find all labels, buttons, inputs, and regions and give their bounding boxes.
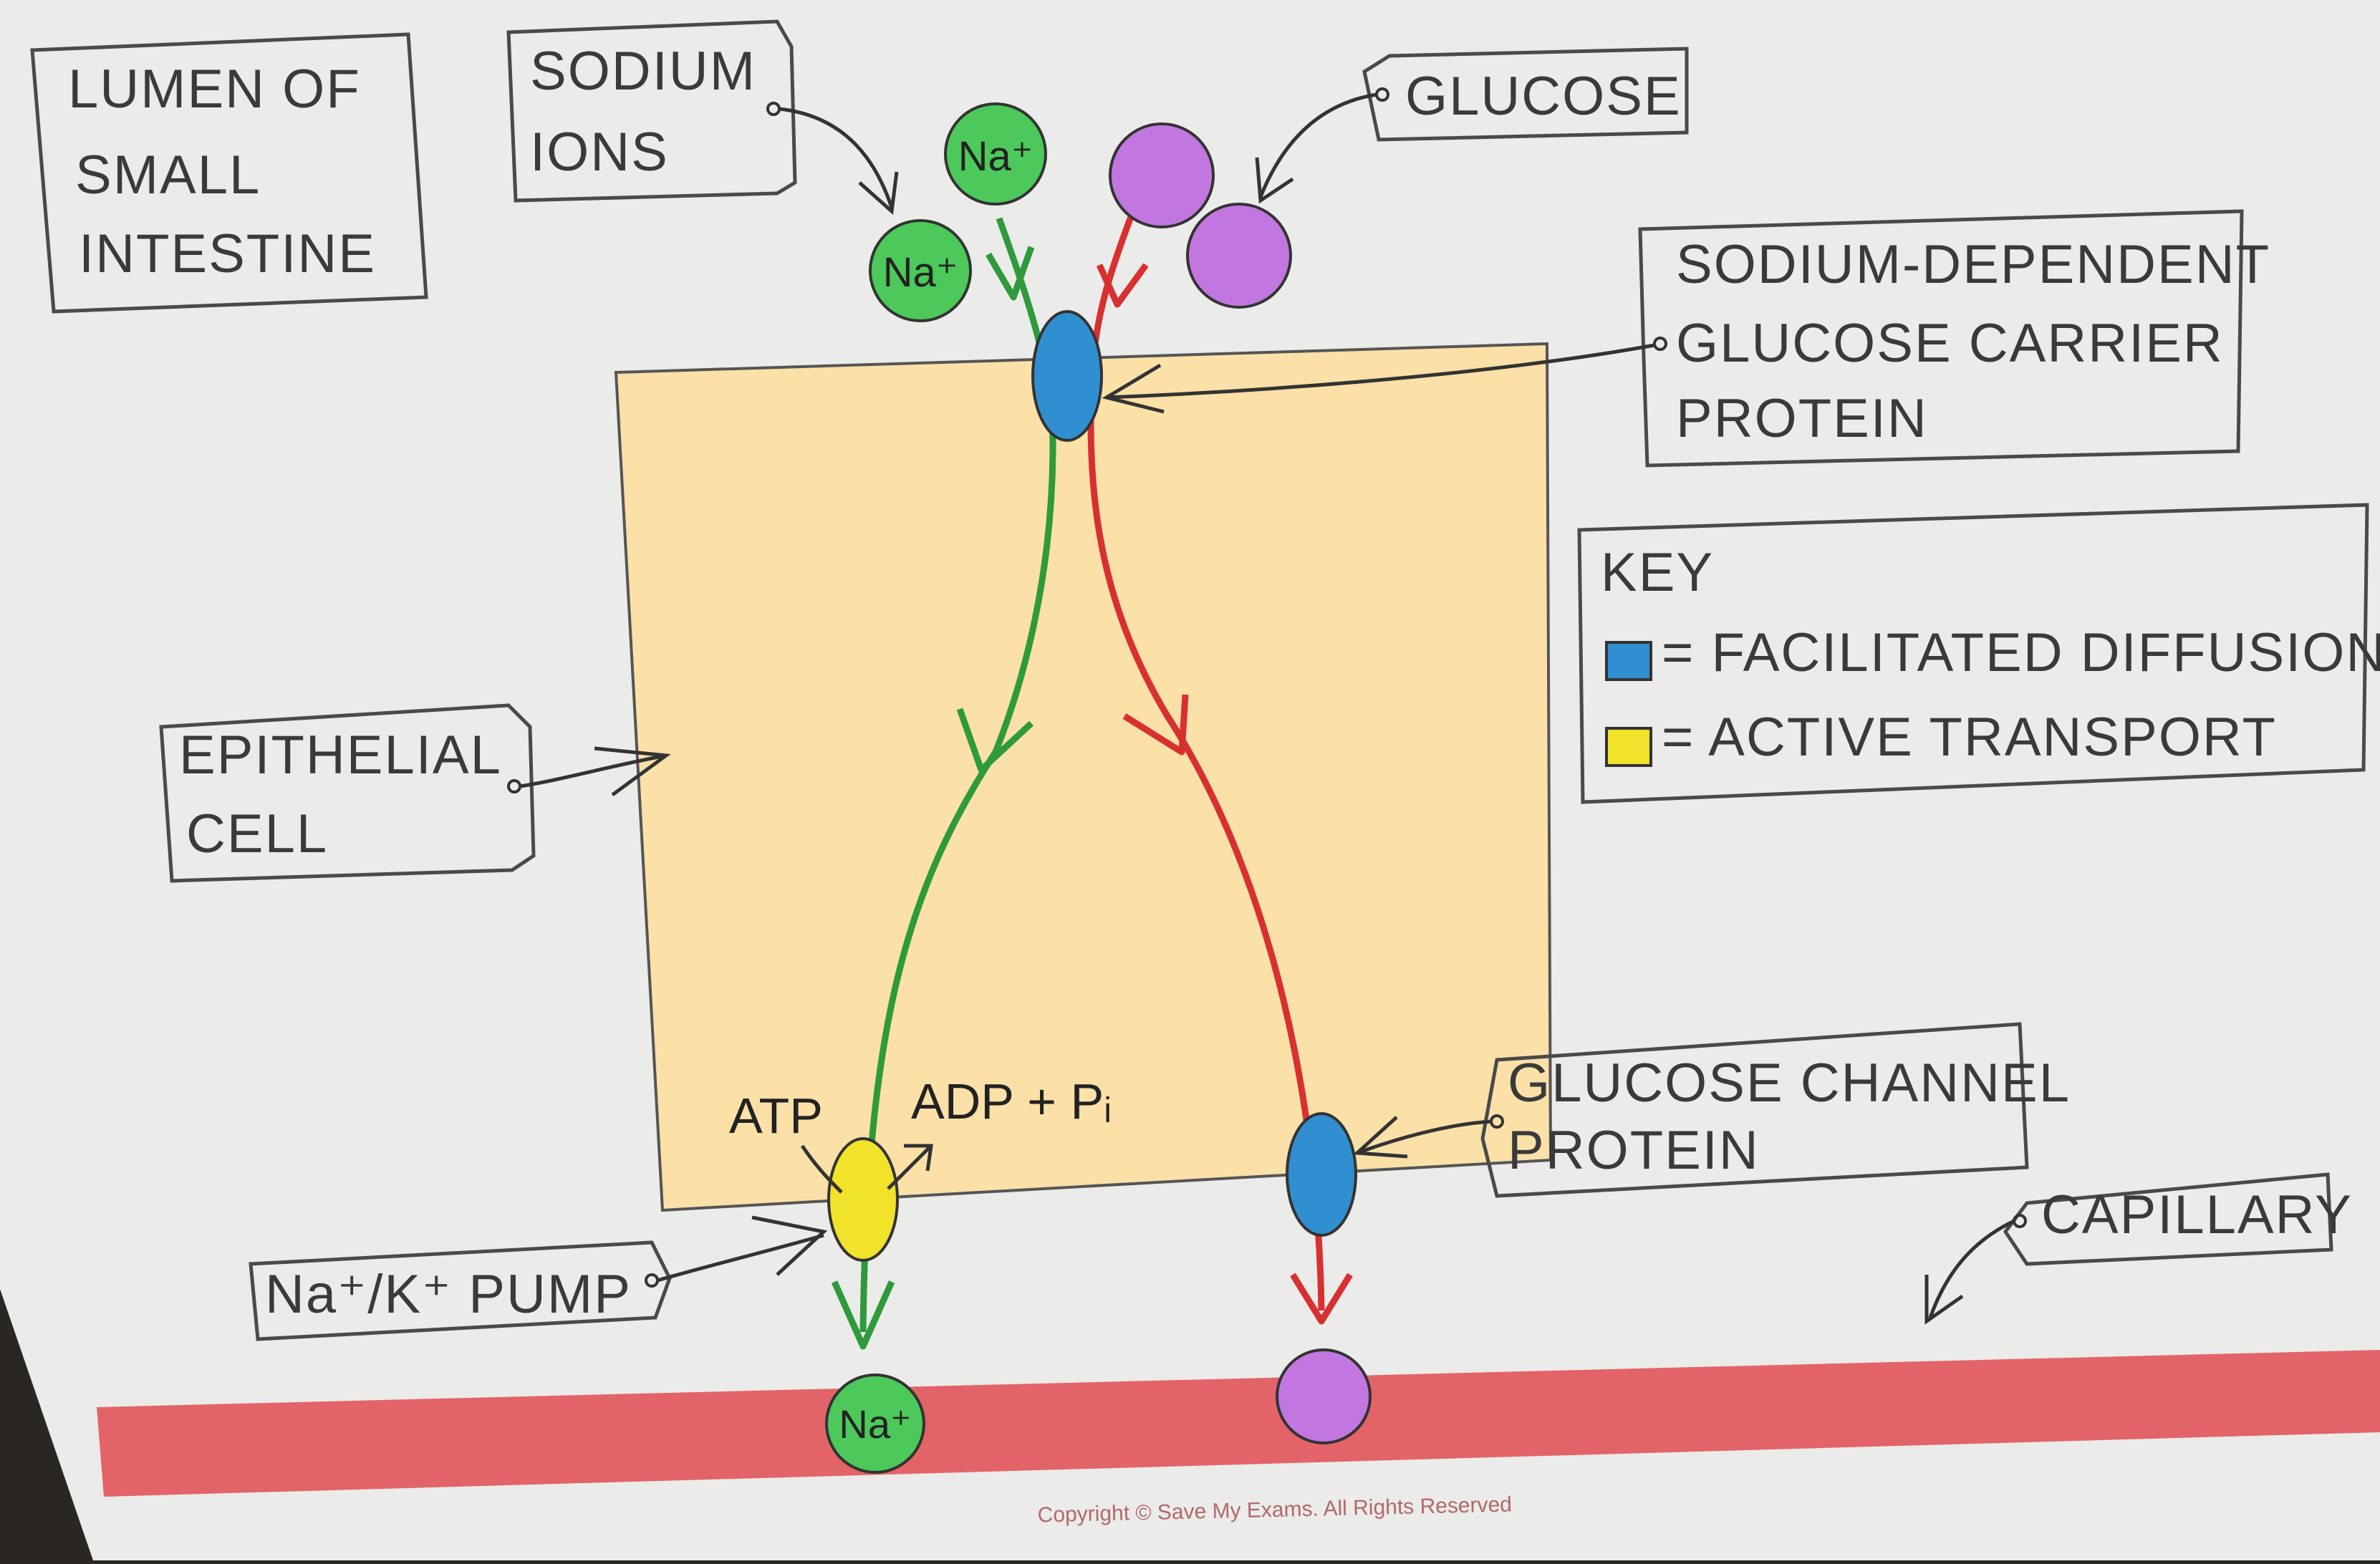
glucose-channel-label-line-1: GLUCOSE CHANNEL <box>1508 1053 2071 1114</box>
sodium-ions-label-line-2: IONS <box>530 122 669 183</box>
glucose-molecule-capillary <box>1276 1348 1372 1444</box>
key-label-facilitated: = FACILITATED DIFFUSION <box>1662 622 2380 683</box>
glucose-molecule-1 <box>1109 122 1215 228</box>
sodium-ion-capillary-label: Na⁺ <box>839 1401 911 1447</box>
pump-label: Na⁺/K⁺ PUMP <box>265 1264 632 1325</box>
epithelial-label-line-2: CELL <box>186 803 328 864</box>
lumen-label-box: LUMEN OF SMALL INTESTINE <box>30 32 428 314</box>
atp-arrow <box>800 1144 843 1194</box>
epithelial-label-box: EPITHELIAL CELL <box>159 703 671 883</box>
glucose-arrowhead-mid <box>1122 694 1189 756</box>
epithelial-cell <box>614 342 1553 1212</box>
adp-arrow <box>887 1144 933 1190</box>
glucose-channel-label-line-2: PROTEIN <box>1508 1120 1760 1181</box>
glucose-channel-protein <box>1286 1112 1357 1237</box>
sodium-ion-1-label: Na⁺ <box>958 133 1034 180</box>
glucose-label-box: GLUCOSE <box>1255 47 1689 204</box>
sodium-ion-1: Na⁺ <box>944 102 1047 206</box>
sglt-carrier-protein <box>1031 310 1103 442</box>
sglt-label-line-3: PROTEIN <box>1676 388 1928 449</box>
sglt-label-line-2: GLUCOSE CARRIER <box>1676 313 2224 374</box>
sodium-ion-capillary: Na⁺ <box>825 1374 925 1474</box>
key-label-active: = ACTIVE TRANSPORT <box>1662 707 2277 768</box>
sodium-ions-label-line-1: SODIUM <box>530 41 756 102</box>
sodium-arrowhead-mid <box>956 708 1034 773</box>
glucose-arrowhead-top <box>1096 263 1149 308</box>
sodium-ion-2: Na⁺ <box>869 219 972 322</box>
glucose-channel-label-box: GLUCOSE CHANNEL PROTEIN <box>1352 1022 2071 1198</box>
capillary-label: CAPILLARY <box>2041 1184 2353 1245</box>
sodium-ions-label-box: SODIUM IONS <box>506 19 899 216</box>
lumen-label-line-1: LUMEN OF <box>68 59 361 120</box>
glucose-molecule-2 <box>1186 203 1292 309</box>
sodium-ion-2-label: Na⁺ <box>883 249 958 296</box>
na-k-pump-protein <box>827 1137 899 1262</box>
capillary-band <box>97 1350 2380 1497</box>
sodium-arrowhead-bottom <box>831 1280 895 1350</box>
glucose-arrowhead-bottom <box>1290 1273 1353 1325</box>
glucose-path <box>1087 213 1325 1311</box>
adp-label: ADP + Pᵢ <box>911 1073 1112 1129</box>
epithelial-label-line-1: EPITHELIAL <box>179 725 502 786</box>
glucose-label: GLUCOSE <box>1405 66 1682 127</box>
sglt-label-box: SODIUM-DEPENDENT GLUCOSE CARRIER PROTEIN <box>1102 209 2270 468</box>
pump-label-box: Na⁺/K⁺ PUMP <box>249 1215 828 1341</box>
sglt-label-line-1: SODIUM-DEPENDENT <box>1676 234 2270 295</box>
lumen-label-line-3: INTESTINE <box>79 223 376 284</box>
lumen-label-line-2: SMALL <box>75 145 261 206</box>
key-box: KEY = FACILITATED DIFFUSION = ACTIVE TRA… <box>1577 503 2380 804</box>
key-swatch-active <box>1605 727 1652 767</box>
sodium-arrowhead-top <box>986 246 1035 301</box>
capillary-label-box: CAPILLARY <box>1924 1172 2353 1325</box>
key-swatch-facilitated <box>1605 641 1652 681</box>
key-title: KEY <box>1601 542 1714 603</box>
atp-label: ATP <box>729 1088 823 1144</box>
